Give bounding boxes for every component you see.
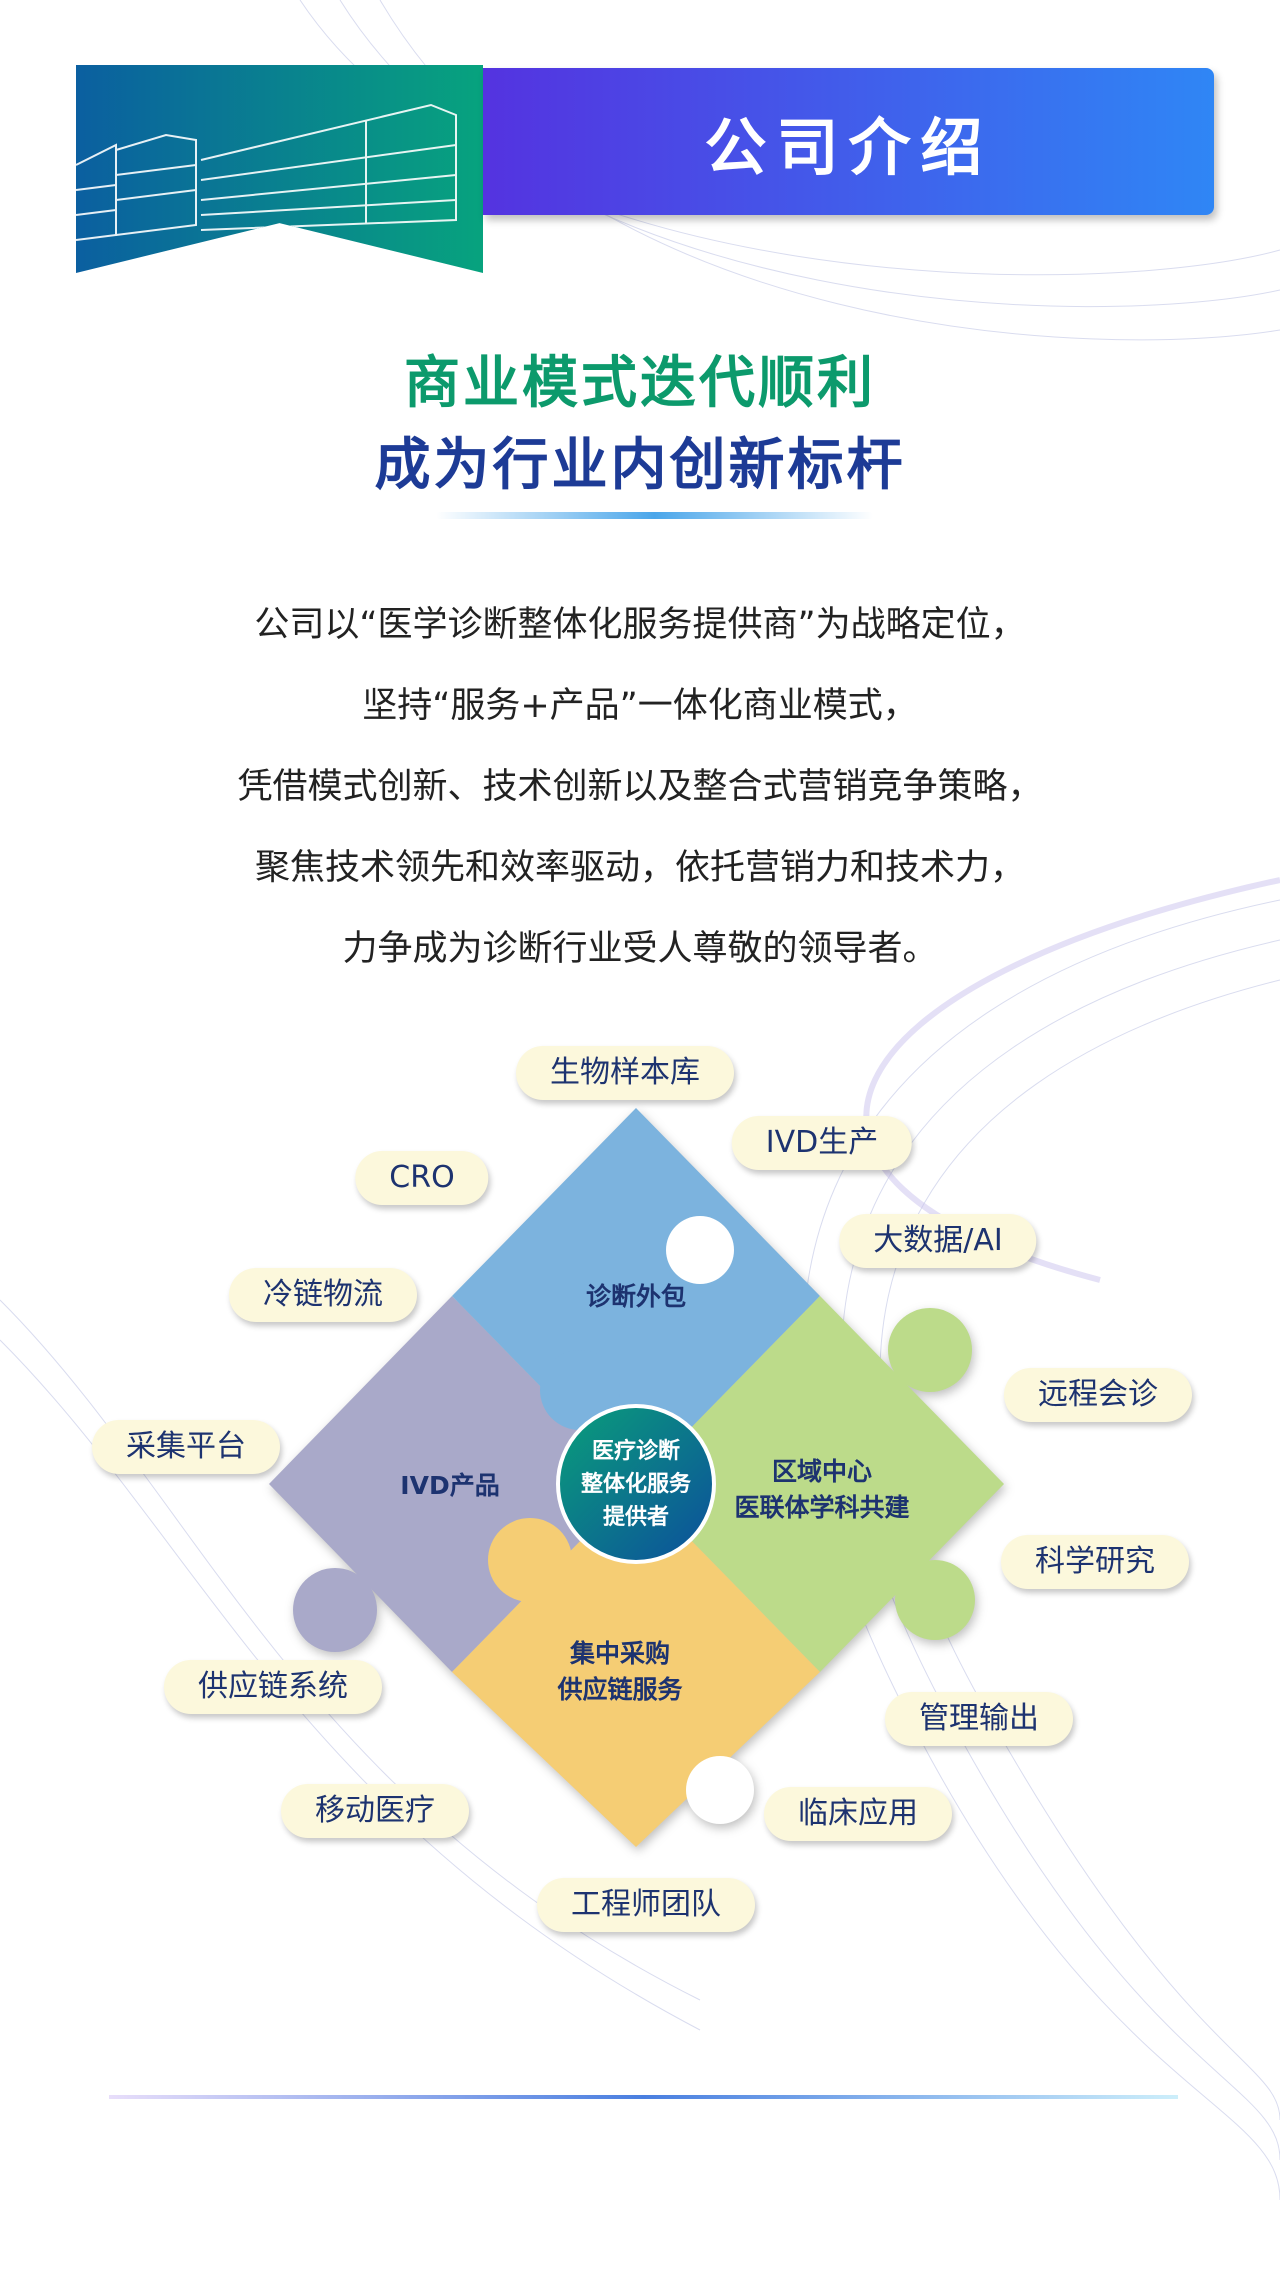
puzzle-knob — [488, 1518, 572, 1602]
tag-pill: 临床应用 — [764, 1787, 952, 1841]
section-title: 公司介绍 — [704, 110, 993, 184]
puzzle-notch — [686, 1756, 754, 1824]
intro-line: 公司以“医学诊断整体化服务提供商”为战略定位， — [254, 605, 1026, 645]
piece-label-line: 供应链服务 — [557, 1675, 683, 1704]
tag-pill: 管理输出 — [885, 1692, 1073, 1746]
tag-pill: 移动医疗 — [281, 1784, 469, 1838]
footer-divider — [109, 2095, 1178, 2099]
headline-underline — [436, 512, 873, 519]
piece-label-line: 区域中心 — [771, 1457, 873, 1486]
tag-pill: 供应链系统 — [164, 1660, 382, 1714]
piece-label-bottom: 集中采购 供应链服务 — [557, 1636, 682, 1708]
puzzle-knob — [895, 1560, 975, 1640]
intro-line: 聚焦技术领先和效率驱动，依托营销力和技术力， — [254, 848, 1025, 888]
puzzle-notch — [666, 1216, 734, 1284]
tag-pill: 冷链物流 — [229, 1268, 417, 1322]
core-line: 整体化服务 — [580, 1471, 691, 1497]
tag-pill: 生物样本库 — [516, 1046, 734, 1100]
core-line: 医疗诊断 — [591, 1438, 680, 1464]
piece-label-line: 医联体学科共建 — [734, 1493, 910, 1522]
puzzle-knob — [540, 1350, 620, 1430]
puzzle-knob — [293, 1568, 377, 1652]
intro-line: 坚持“服务+产品”一体化商业模式， — [362, 686, 918, 726]
piece-label-right: 区域中心 医联体学科共建 — [734, 1454, 909, 1526]
tag-pill: 远程会诊 — [1004, 1368, 1192, 1422]
tag-pill: 大数据/AI — [839, 1214, 1037, 1268]
headline-line-2: 成为行业内创新标杆 — [374, 433, 906, 498]
building-illustration-icon — [76, 103, 457, 241]
puzzle-knob — [888, 1308, 972, 1392]
core-circle: 医疗诊断 整体化服务 提供者 — [556, 1404, 716, 1564]
piece-label-left: IVD产品 — [400, 1471, 500, 1500]
puzzle-piece-bottom — [452, 1484, 820, 1847]
headline-line-1: 商业模式迭代顺利 — [404, 351, 876, 416]
piece-label-top: 诊断外包 — [585, 1282, 687, 1311]
tag-pill: IVD生产 — [731, 1116, 913, 1170]
intro-paragraph: 公司以“医学诊断整体化服务提供商”为战略定位， 坚持“服务+产品”一体化商业模式… — [0, 585, 1280, 990]
intro-line: 力争成为诊断行业受人尊敬的领导者。 — [342, 929, 938, 969]
tag-pill: CRO — [355, 1151, 489, 1205]
tag-pill: 工程师团队 — [537, 1878, 755, 1932]
piece-label-line: 集中采购 — [569, 1639, 671, 1668]
core-line: 提供者 — [602, 1504, 669, 1530]
tag-pill: 科学研究 — [1001, 1535, 1189, 1589]
intro-line: 凭借模式创新、技术创新以及整合式营销竞争策略， — [237, 767, 1043, 807]
section-title-bar: 公司介绍 — [483, 68, 1214, 215]
tag-pill: 采集平台 — [92, 1420, 280, 1474]
